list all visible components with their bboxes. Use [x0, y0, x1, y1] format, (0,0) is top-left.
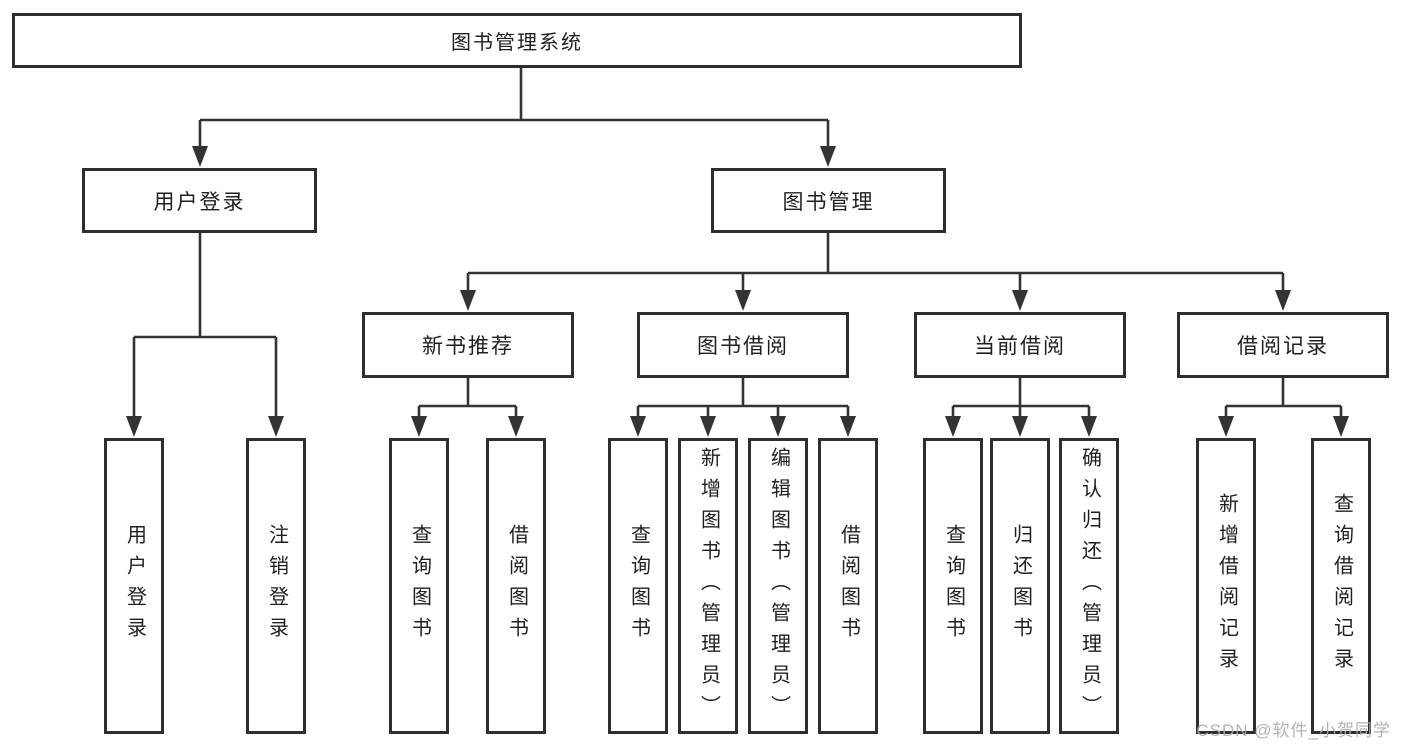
node-label: 图书管理 — [782, 190, 875, 214]
leaf-query-borrow-record: 查询借阅记录 — [1311, 438, 1371, 734]
node-label: 编辑图书（管理员） — [767, 446, 790, 726]
leaf-return-books: 归还图书 — [990, 438, 1050, 734]
node-current-borrowing: 当前借阅 — [914, 312, 1126, 378]
leaf-borrow-books-recommend: 借阅图书 — [486, 438, 546, 734]
node-label: 注销登录 — [265, 524, 288, 648]
leaf-add-books-admin: 新增图书（管理员） — [678, 438, 738, 734]
node-label: 新增图书（管理员） — [697, 446, 720, 726]
node-label: 查询图书 — [942, 524, 965, 648]
node-label: 新增借阅记录 — [1215, 493, 1238, 679]
node-borrowing-records: 借阅记录 — [1177, 312, 1389, 378]
node-label: 新书推荐 — [422, 335, 514, 358]
node-label: 图书管理系统 — [451, 32, 583, 54]
node-label: 查询图书 — [627, 524, 650, 648]
node-label: 图书借阅 — [697, 335, 789, 358]
node-label: 查询借阅记录 — [1330, 493, 1353, 679]
node-label: 借阅记录 — [1237, 335, 1329, 358]
node-new-book-recommendation: 新书推荐 — [362, 312, 574, 378]
leaf-borrow-books: 借阅图书 — [818, 438, 878, 734]
leaf-add-borrow-record: 新增借阅记录 — [1196, 438, 1256, 734]
node-library-management-system: 图书管理系统 — [12, 13, 1022, 68]
node-label: 借阅图书 — [837, 524, 860, 648]
node-book-borrowing: 图书借阅 — [637, 312, 849, 378]
leaf-query-books-borrow: 查询图书 — [608, 438, 668, 734]
node-label: 借阅图书 — [505, 524, 528, 648]
leaf-query-books-recommend: 查询图书 — [389, 438, 449, 734]
node-book-management-module: 图书管理 — [711, 168, 946, 233]
node-label: 确认归还（管理员） — [1078, 446, 1101, 726]
node-label: 当前借阅 — [974, 335, 1066, 358]
node-label: 用户登录 — [153, 190, 246, 214]
node-user-login-module: 用户登录 — [82, 168, 317, 233]
watermark: CSDN @软件_小贺同学 — [1196, 721, 1391, 740]
leaf-confirm-return-admin: 确认归还（管理员） — [1059, 438, 1119, 734]
leaf-query-books-current: 查询图书 — [923, 438, 983, 734]
leaf-user-login: 用户登录 — [104, 438, 164, 734]
leaf-edit-books-admin: 编辑图书（管理员） — [748, 438, 808, 734]
leaf-logout: 注销登录 — [246, 438, 306, 734]
node-label: 用户登录 — [123, 524, 146, 648]
node-label: 查询图书 — [408, 524, 431, 648]
node-label: 归还图书 — [1009, 524, 1032, 648]
